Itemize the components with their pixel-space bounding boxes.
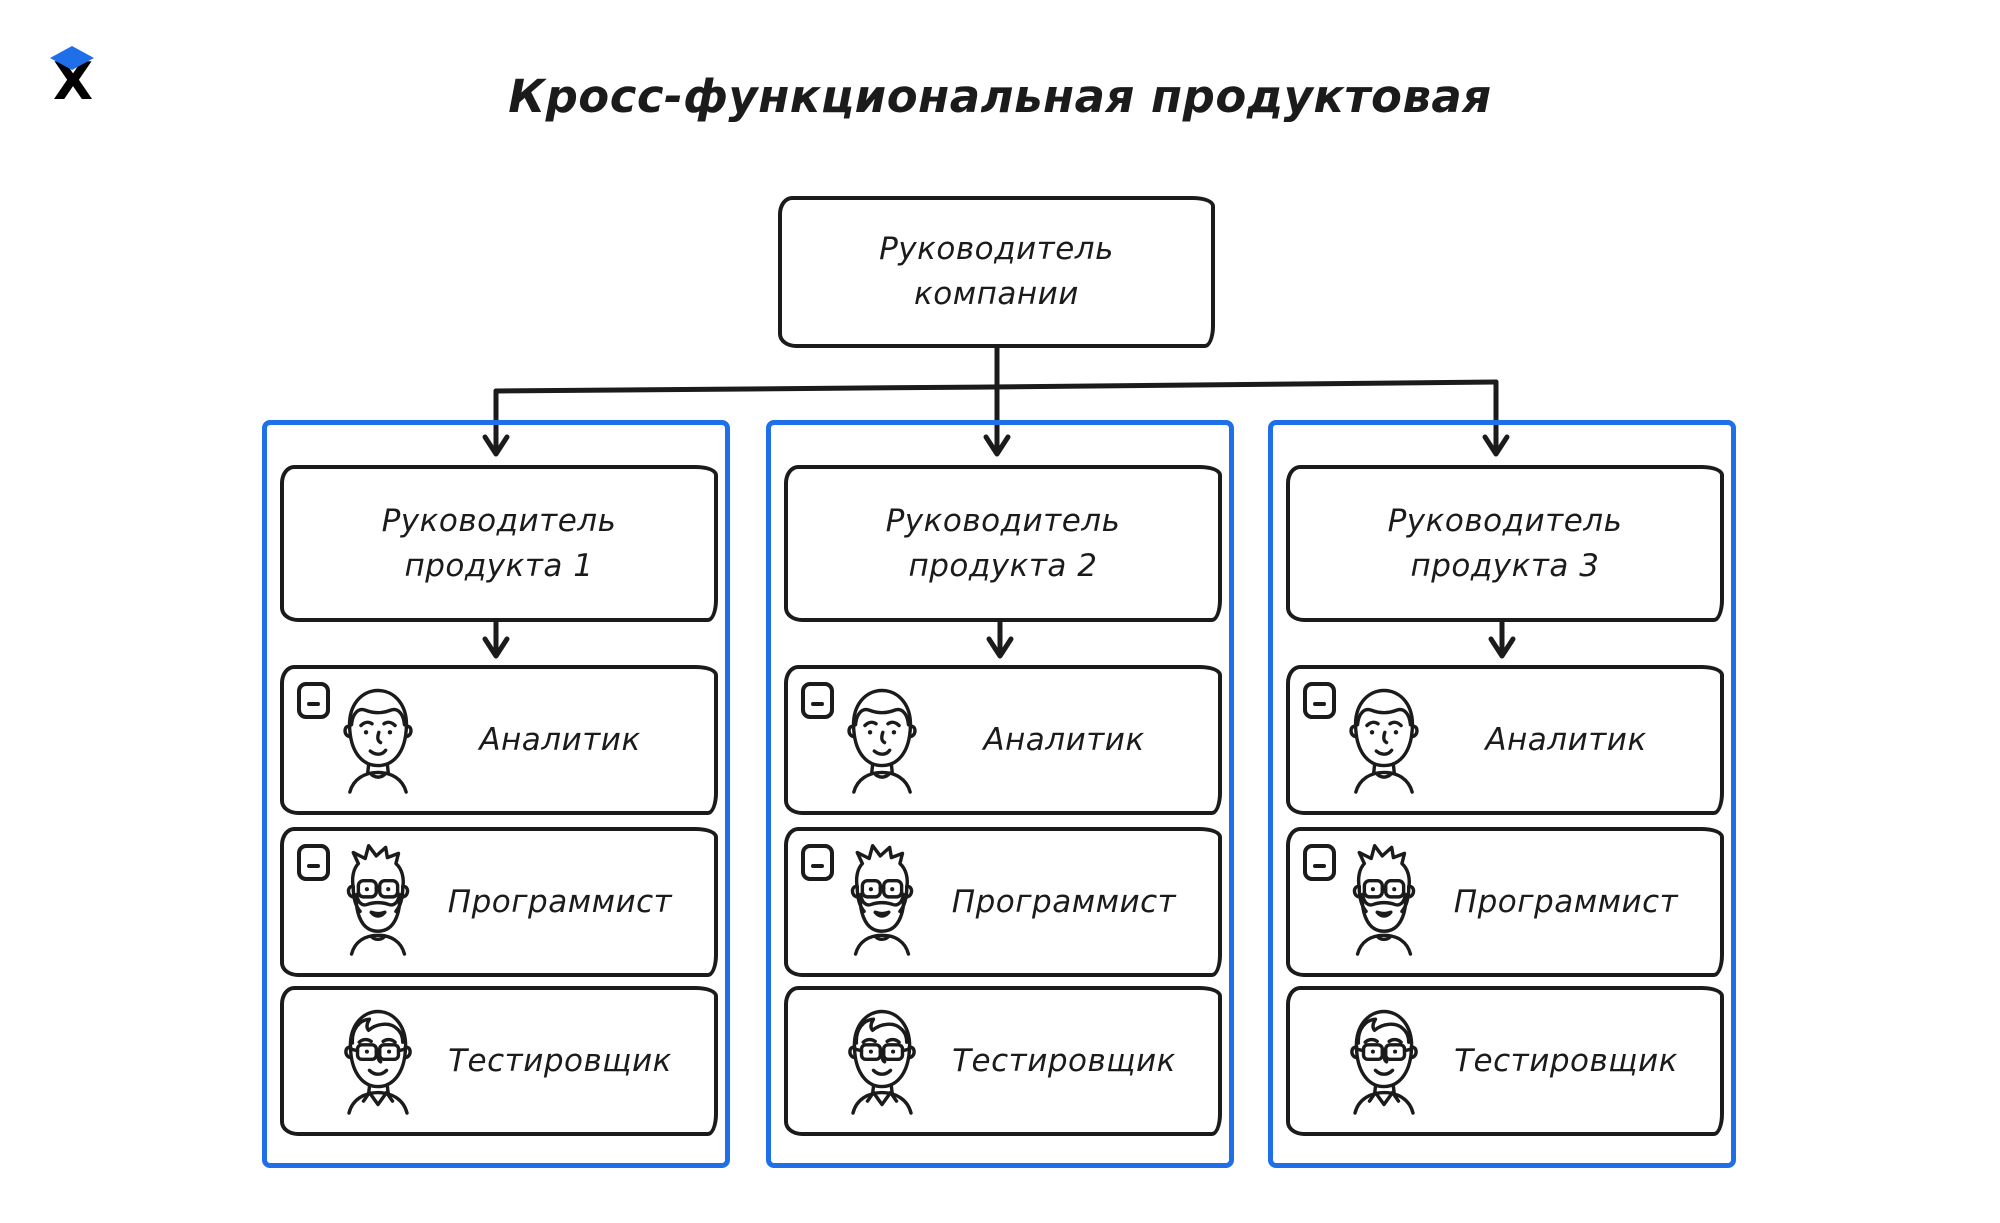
analyst-avatar-icon (830, 676, 934, 804)
root-box-label: Руководитель компании (879, 231, 1114, 312)
column-2-member-analyst: Аналитик (784, 665, 1222, 815)
analyst-avatar-icon (326, 676, 430, 804)
column-3-member-analyst: Аналитик (1286, 665, 1724, 815)
connector-horizontal-rail (493, 379, 1499, 394)
column-2-member-tester: Тестировщик (784, 986, 1222, 1136)
team-column-3: Руководитель продукта 3 Аналитик Програм… (1268, 420, 1736, 1168)
minus-icon (307, 864, 320, 868)
member-role-label: Аналитик (983, 722, 1145, 758)
member-role-label: Программист (447, 884, 673, 920)
column-1-header-box: Руководитель продукта 1 (280, 465, 718, 622)
programmer-avatar-icon (326, 838, 430, 966)
programmer-avatar-icon (1332, 838, 1436, 966)
programmer-avatar-icon (830, 838, 934, 966)
tester-avatar-icon (1332, 997, 1436, 1125)
tester-avatar-icon (830, 997, 934, 1125)
column-1-header-label: Руководитель продукта 1 (381, 502, 617, 584)
collapse-minus-button[interactable] (801, 682, 834, 719)
member-role-label: Тестировщик (1454, 1043, 1678, 1079)
column-3-header-label: Руководитель продукта 3 (1387, 502, 1623, 584)
minus-icon (1313, 864, 1326, 868)
column-3-header-box: Руководитель продукта 3 (1286, 465, 1724, 622)
collapse-minus-button[interactable] (1303, 682, 1336, 719)
member-role-label: Программист (1453, 884, 1679, 920)
collapse-minus-button[interactable] (297, 682, 330, 719)
analyst-avatar-icon (1332, 676, 1436, 804)
column-1-member-programmer: Программист (280, 827, 718, 977)
member-role-label: Аналитик (479, 722, 641, 758)
tester-avatar-icon (326, 997, 430, 1125)
member-role-label: Аналитик (1485, 722, 1647, 758)
collapse-minus-button[interactable] (801, 844, 834, 881)
minus-icon (811, 864, 824, 868)
column-1-member-analyst: Аналитик (280, 665, 718, 815)
root-box-company-head: Руководитель компании (778, 196, 1215, 348)
minus-icon (811, 702, 824, 706)
member-role-label: Тестировщик (952, 1043, 1176, 1079)
column-1-member-tester: Тестировщик (280, 986, 718, 1136)
practicum-logo: X (48, 46, 96, 116)
column-3-member-programmer: Программист (1286, 827, 1724, 977)
collapse-minus-button[interactable] (297, 844, 330, 881)
page-title: Кросс-функциональная продуктовая (508, 70, 1492, 123)
column-2-member-programmer: Программист (784, 827, 1222, 977)
member-role-label: Тестировщик (448, 1043, 672, 1079)
column-3-member-tester: Тестировщик (1286, 986, 1724, 1136)
column-2-header-box: Руководитель продукта 2 (784, 465, 1222, 622)
collapse-minus-button[interactable] (1303, 844, 1336, 881)
column-2-header-label: Руководитель продукта 2 (885, 502, 1121, 584)
minus-icon (307, 702, 320, 706)
logo-cap-icon (50, 46, 94, 70)
member-role-label: Программист (951, 884, 1177, 920)
team-column-1: Руководитель продукта 1 Аналитик Програм… (262, 420, 730, 1168)
team-column-2: Руководитель продукта 2 Аналитик Програм… (766, 420, 1234, 1168)
minus-icon (1313, 702, 1326, 706)
